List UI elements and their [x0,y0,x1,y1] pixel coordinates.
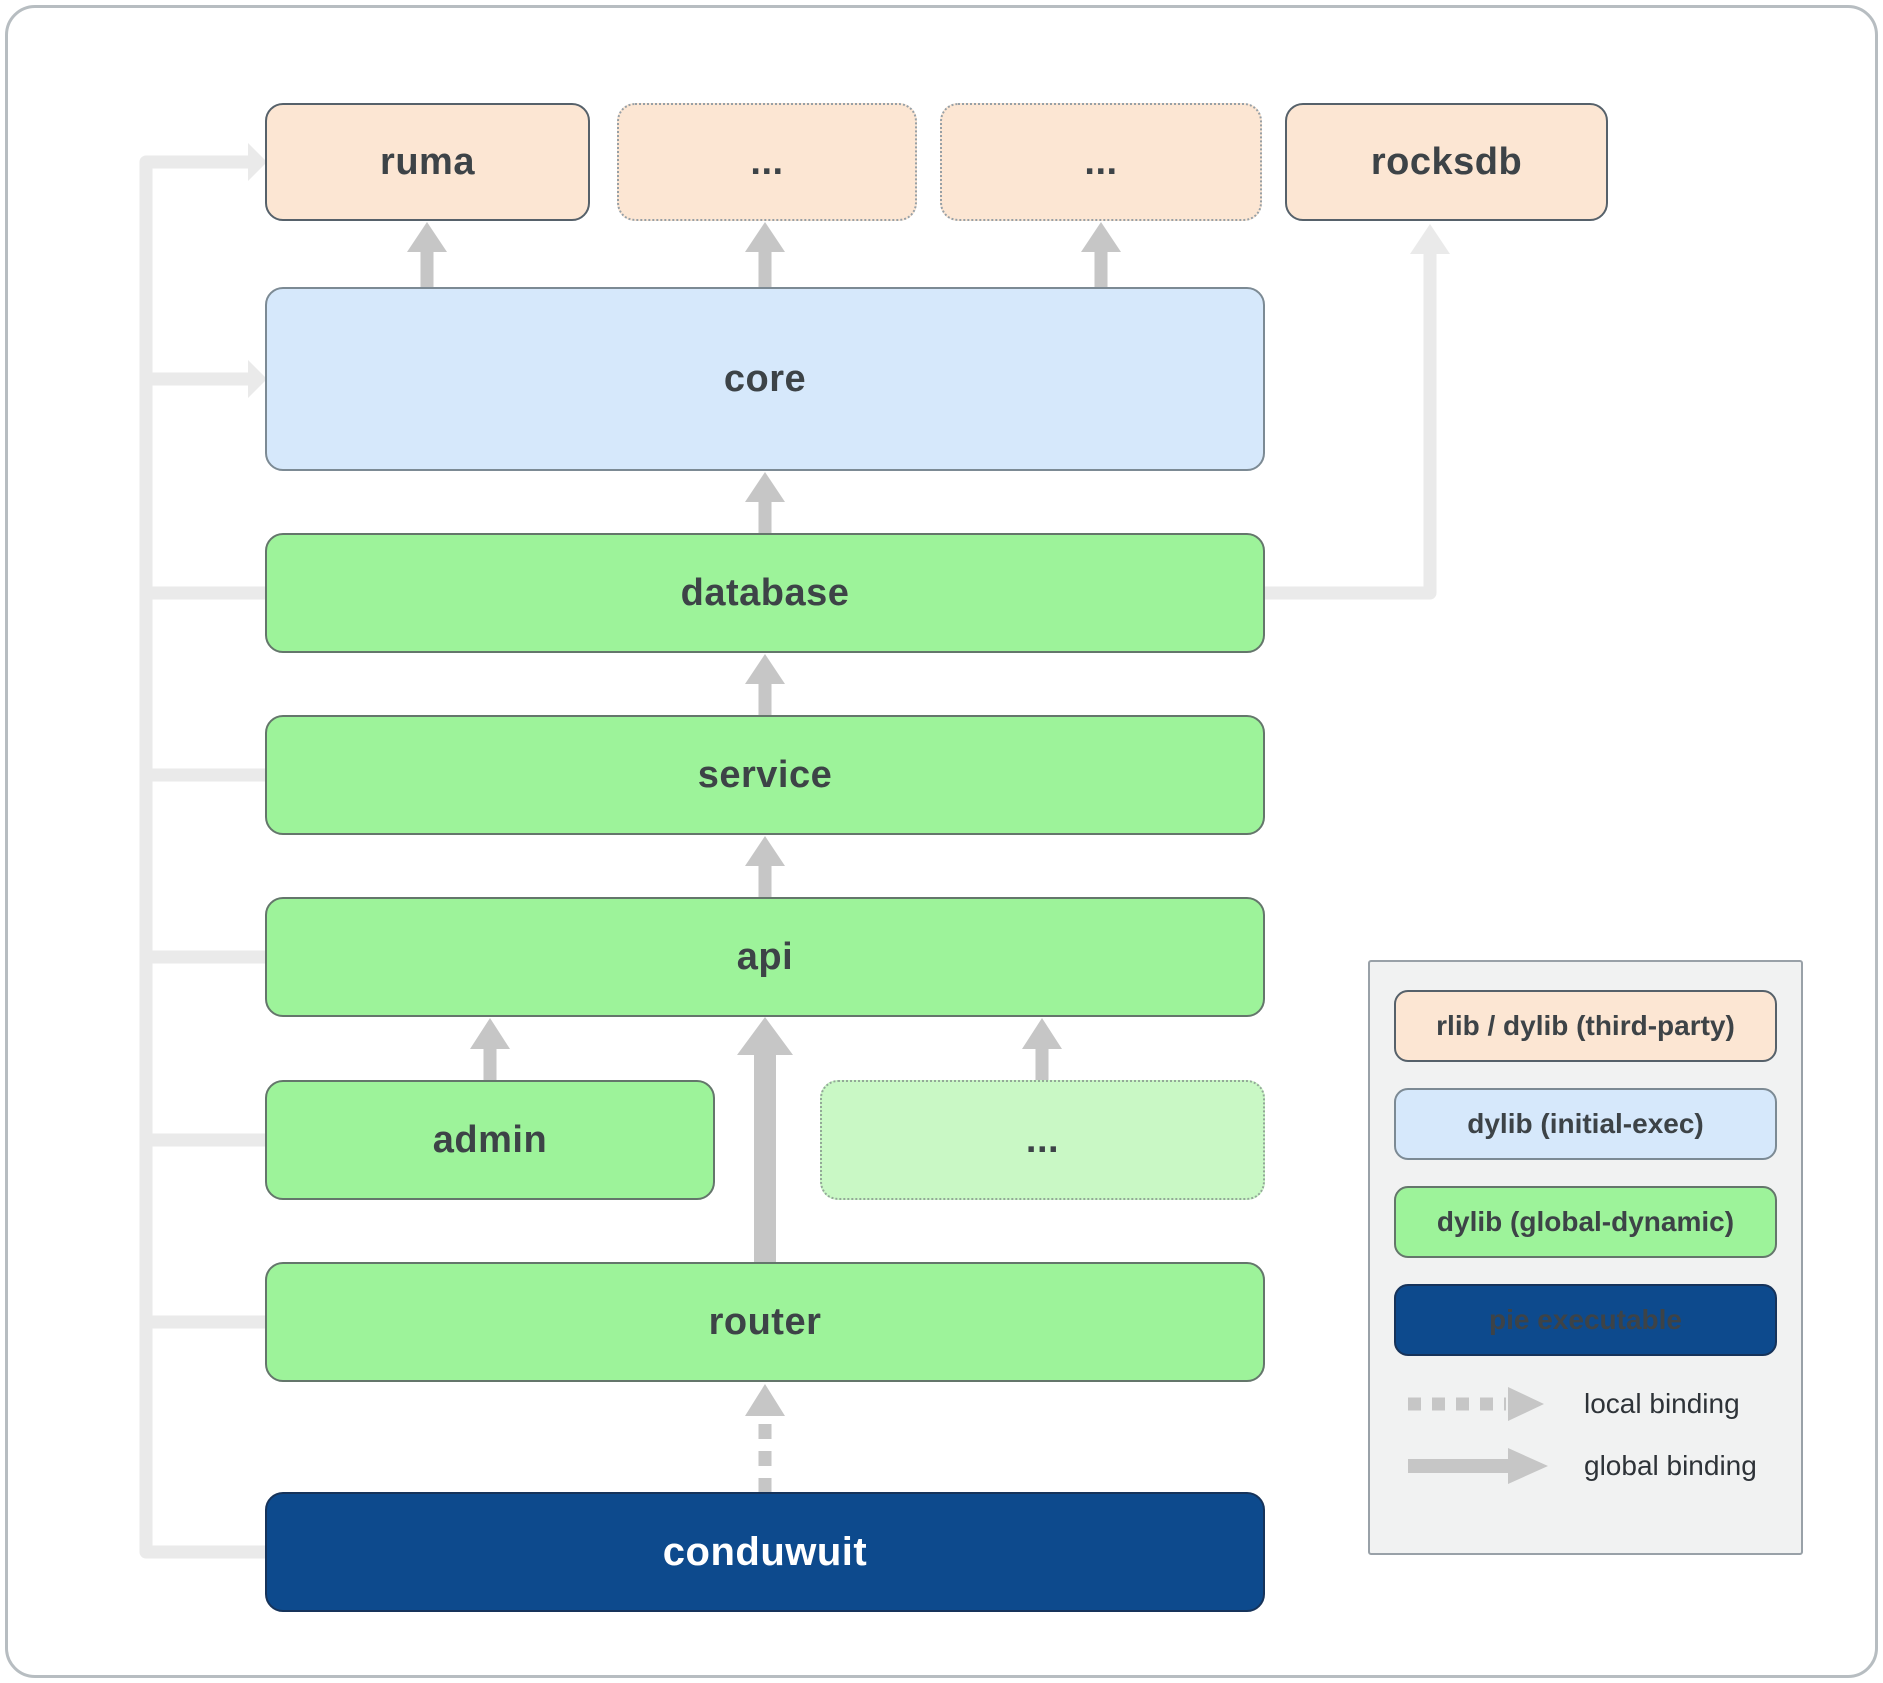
global-binding-arrow-icon [1408,1448,1548,1484]
edge-more3-api [1022,1018,1062,1081]
legend-global-binding-label: global binding [1584,1450,1757,1481]
node-conduwuit: conduwuit [265,1492,1265,1612]
edge-core-more1 [745,222,785,288]
edge-database-rocksdb [1265,224,1450,600]
edge-admin-api [470,1018,510,1081]
node-crates-more: ... [820,1080,1265,1200]
faded-binding-edges [139,143,1450,1559]
legend-local-binding-label: local binding [1584,1388,1740,1419]
legend-item-initial-exec: dylib (initial-exec) [1394,1088,1777,1160]
edge-core-ruma [407,222,447,288]
node-thirdparty-more-2: ... [940,103,1262,221]
edge-database-core [745,472,785,534]
edge-api-service [745,836,785,898]
node-database: database [265,533,1265,653]
legend: rlib / dylib (third-party) dylib (initia… [1368,960,1803,1555]
node-thirdparty-more-1: ... [617,103,917,221]
node-rocksdb: rocksdb [1285,103,1608,221]
edge-conduwuit-core [146,360,267,398]
node-admin: admin [265,1080,715,1200]
edge-conduwuit-router-local [745,1384,785,1493]
node-service: service [265,715,1265,835]
edge-conduwuit-spine [139,143,267,1559]
edge-router-api [737,1017,793,1263]
node-router: router [265,1262,1265,1382]
node-api: api [265,897,1265,1017]
legend-global-binding-row: global binding [1394,1444,1777,1488]
legend-item-pie-executable: pie executable [1394,1284,1777,1356]
legend-local-binding-row: local binding [1394,1382,1777,1426]
local-binding-arrow-icon [1408,1387,1544,1421]
legend-item-third-party: rlib / dylib (third-party) [1394,990,1777,1062]
legend-item-global-dynamic: dylib (global-dynamic) [1394,1186,1777,1258]
global-binding-edges [407,222,1121,1493]
edge-service-database [745,654,785,716]
node-ruma: ruma [265,103,590,221]
node-core: core [265,287,1265,471]
edge-core-more2 [1081,222,1121,288]
